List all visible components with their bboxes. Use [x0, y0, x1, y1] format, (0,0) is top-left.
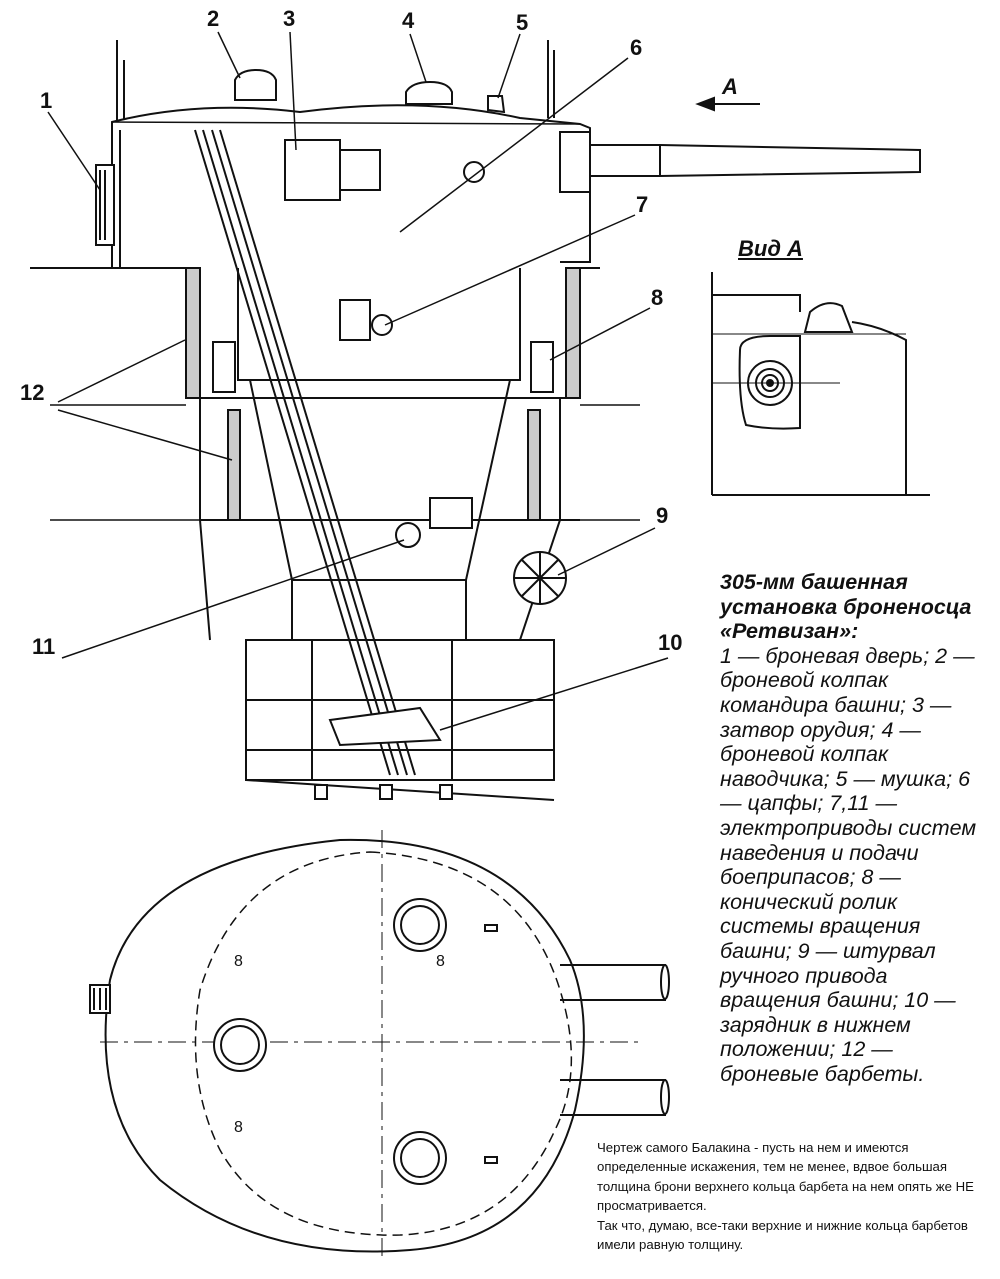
view-a-cupola	[803, 302, 854, 333]
callout-4: 4	[402, 8, 415, 33]
callout-2: 2	[207, 6, 220, 31]
plan-outline	[104, 838, 585, 1253]
svg-text:8: 8	[234, 953, 243, 970]
legend-item-7-11: 7,11 — электроприводы систем наведения и…	[720, 791, 977, 890]
legend-title: 305-мм башенная установка броненосца «Ре…	[720, 570, 972, 644]
callout-11: 11	[32, 634, 56, 659]
legend-item-10: 10 — зарядник в нижнем положении;	[720, 988, 956, 1062]
callout-6: 6	[630, 35, 643, 60]
motor-7	[371, 314, 393, 336]
legend-item-12: 12 — броневые барбеты.	[720, 1037, 925, 1086]
legend: 305-мм башенная установка броненосца «Ре…	[720, 570, 992, 1086]
roller-right	[530, 341, 554, 393]
rammer	[328, 706, 442, 747]
plan-view: 8 8 8	[89, 830, 670, 1258]
note-paragraph-2: Так что, думаю, все-таки верхние и нижни…	[597, 1217, 968, 1253]
callout-12: 12	[20, 380, 45, 405]
trunnion	[463, 161, 485, 183]
callout-1: 1	[40, 88, 53, 113]
callout-5: 5	[516, 10, 529, 35]
central-trunk	[237, 268, 521, 381]
view-a	[711, 272, 930, 496]
legend-item-9: 9 — штурвал ручного привода вращения баш…	[720, 938, 936, 1013]
view-a-title: Вид А	[738, 236, 803, 261]
note: Чертеж самого Балакина - пусть на нем и …	[597, 1138, 997, 1254]
roller-left	[212, 341, 236, 393]
svg-text:8: 8	[436, 953, 445, 970]
gunlayer-cupola	[405, 80, 453, 105]
legend-item-2: 2 — броневой колпак командира башни;	[720, 643, 975, 717]
barbette-right	[565, 267, 581, 399]
sight	[487, 95, 506, 114]
breech	[284, 139, 341, 201]
callout-3: 3	[283, 6, 296, 31]
callout-7: 7	[636, 192, 649, 217]
barbette-left	[185, 267, 201, 399]
callout-10: 10	[658, 630, 683, 655]
motor-11	[395, 522, 421, 548]
legend-item-5: 5 — мушка;	[835, 766, 959, 791]
side-elevation	[30, 31, 921, 801]
legend-item-6: 6 — цапфы;	[720, 766, 971, 816]
callout-8: 8	[651, 285, 664, 310]
handwheel	[513, 551, 567, 605]
commander-cupola	[234, 68, 277, 101]
legend-item-8: 8 — конический ролик системы вращения ба…	[720, 865, 921, 963]
note-paragraph-1: Чертеж самого Балакина - пусть на нем и …	[597, 1140, 974, 1214]
legend-item-3: 3 — затвор орудия;	[720, 692, 952, 742]
callout-9: 9	[656, 503, 669, 528]
legend-item-1: 1 — броневая дверь;	[720, 643, 936, 668]
svg-text:8: 8	[234, 1119, 243, 1136]
legend-item-4: 4 — броневой колпак наводчика;	[720, 717, 921, 791]
view-arrow-label: A	[722, 74, 738, 99]
gun-barrel	[559, 131, 921, 193]
plan-inner-dashed	[194, 851, 573, 1236]
hoist-rail	[194, 129, 391, 776]
